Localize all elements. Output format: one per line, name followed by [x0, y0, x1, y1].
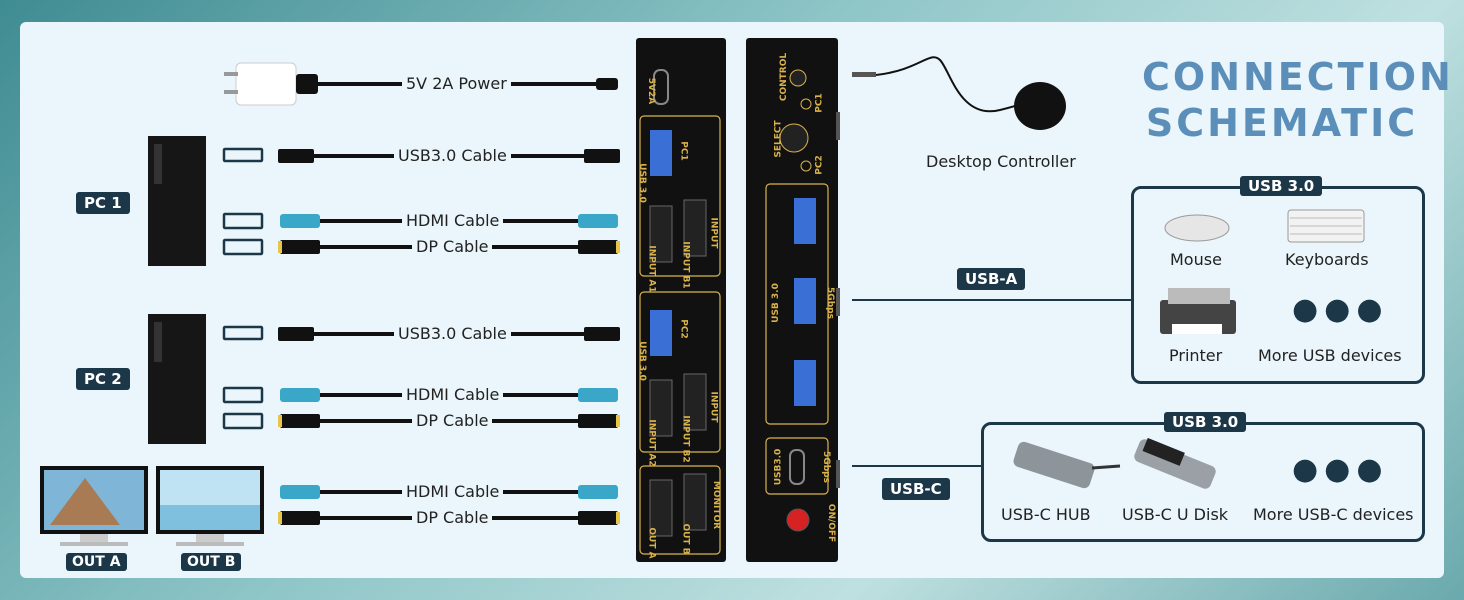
- input-a1-label: INPUT A1: [646, 245, 657, 293]
- input-b1-label: INPUT B1: [680, 241, 691, 289]
- usb-a-device-2: Keyboards: [1285, 250, 1369, 269]
- onoff-label: ON/OFF: [826, 503, 837, 543]
- usb-c-device-2: USB-C U Disk: [1122, 505, 1229, 524]
- desktop-controller-label: Desktop Controller: [926, 152, 1076, 171]
- more-usb-dots: ●●●: [1292, 292, 1389, 327]
- kvm-back-pc1-label: PC1: [814, 93, 825, 113]
- usb-c-device-1: USB-C HUB: [1001, 505, 1091, 524]
- more-usb-c-dots: ●●●: [1292, 452, 1389, 487]
- kvm-front-input2-label: INPUT: [708, 391, 719, 423]
- kvm-front-pc1-label: PC1: [678, 141, 689, 161]
- dp-cable-pc2-label: DP Cable: [412, 411, 493, 430]
- kvm-front-input1-label: INPUT: [708, 217, 719, 249]
- hdmi-cable-out-label: HDMI Cable: [402, 482, 504, 501]
- out-b-tag: OUT B: [181, 553, 242, 571]
- kvm-side-tab-3: [836, 460, 840, 488]
- kvm-back-usbc-label: USB3.0: [773, 448, 784, 486]
- usb-a-box-tag: USB 3.0: [1240, 176, 1323, 196]
- hdmi-cable-pc1-label: HDMI Cable: [402, 211, 504, 230]
- out-a-tag: OUT A: [66, 553, 127, 571]
- usb-a-device-icons: [1160, 209, 1365, 334]
- kvm-back-pc2-label: PC2: [814, 155, 825, 175]
- usb-c-disk-icon: [1134, 438, 1216, 489]
- kvm-back-panel: CONTROL PC1 SELECT PC2 USB 3.0 5Gbps USB…: [746, 38, 838, 562]
- title-line-2: SCHEMATIC: [1145, 101, 1419, 145]
- kvm-back-speed-label: 5Gbps: [824, 287, 835, 319]
- page-title: CONNECTION SCHEMATIC: [1142, 54, 1454, 146]
- out-a-port-label: OUT A: [646, 527, 657, 559]
- control-port-label: CONTROL: [779, 52, 790, 102]
- usb-a-tag: USB-A: [957, 268, 1026, 290]
- kvm-side-tab-1: [836, 112, 840, 140]
- usb-c-device-3: More USB-C devices: [1253, 505, 1414, 524]
- dp-cable-pc1-label: DP Cable: [412, 237, 493, 256]
- title-line-1: CONNECTION: [1142, 55, 1454, 99]
- usb-c-box-tag: USB 3.0: [1164, 412, 1247, 432]
- usb-c-device-icons: [1013, 438, 1216, 489]
- out-b-port-label: OUT B: [680, 523, 691, 555]
- monitor-label: MONITOR: [711, 480, 722, 530]
- dp-cable-out-label: DP Cable: [412, 508, 493, 527]
- kvm-front-panel: 5V2A PC1 USB 3.0 INPUT INPUT A1 INPUT B1…: [636, 38, 726, 562]
- input-b2-label: INPUT B2: [680, 415, 691, 463]
- power-cable-label: 5V 2A Power: [402, 74, 511, 93]
- usb-a-device-4: More USB devices: [1258, 346, 1402, 365]
- kvm-front-pc2-label: PC2: [678, 319, 689, 339]
- pc1-tag: PC 1: [76, 192, 130, 214]
- pc2-tag: PC 2: [76, 368, 130, 390]
- usb-a-device-1: Mouse: [1170, 250, 1222, 269]
- usb-cable-pc1-label: USB3.0 Cable: [394, 146, 511, 165]
- usb-c-tag: USB-C: [882, 478, 950, 500]
- hdmi-cable-pc2-label: HDMI Cable: [402, 385, 504, 404]
- kvm-front-usb1-label: USB 3.0: [636, 163, 647, 203]
- input-a2-label: INPUT A2: [646, 419, 657, 467]
- usb-a-device-3: Printer: [1169, 346, 1223, 365]
- kvm-side-tab-2: [836, 288, 840, 316]
- kvm-back-usb-label: USB 3.0: [770, 283, 781, 323]
- printer-icon: [1160, 288, 1236, 334]
- kvm-power-port-label: 5V2A: [646, 77, 657, 105]
- kvm-front-usb2-label: USB 3.0: [636, 341, 647, 381]
- select-button-label: SELECT: [773, 120, 784, 158]
- kvm-back-usbc-speed-label: 5Gbps: [820, 451, 831, 483]
- usb-c-hub-icon: [1013, 441, 1121, 489]
- usb-cable-pc2-label: USB3.0 Cable: [394, 324, 511, 343]
- mouse-icon: [1164, 214, 1230, 242]
